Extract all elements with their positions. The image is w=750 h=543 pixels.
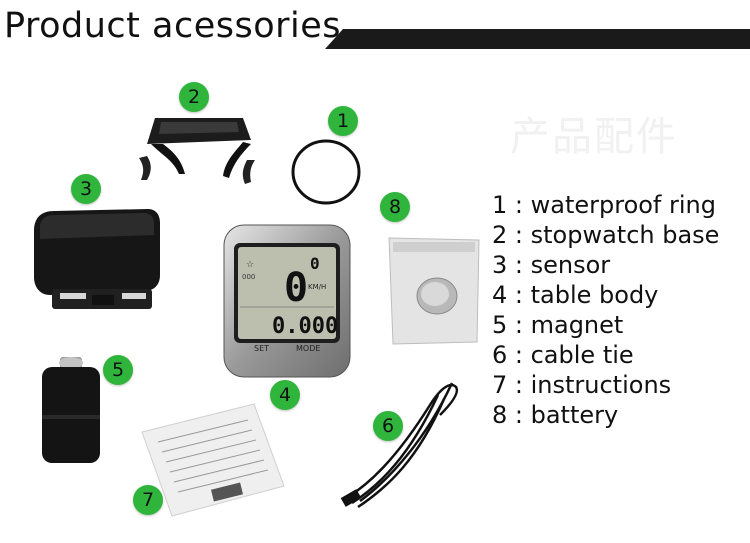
legend-item-instructions: 7 : instructions <box>492 371 672 399</box>
stopwatch-base-image <box>139 118 255 184</box>
legend-item-waterproof-ring: 1 : waterproof ring <box>492 191 716 219</box>
legend-item-sensor: 3 : sensor <box>492 251 611 279</box>
badge-6: 6 <box>373 411 403 441</box>
watermark: 产品配件 <box>510 114 678 160</box>
badge-3: 3 <box>71 174 101 204</box>
table-body-image: ☆ 000 0 0 KM/H 0.000 SET MODE <box>223 224 351 378</box>
badge-8: 8 <box>380 192 410 222</box>
set-button-label: SET <box>254 344 269 353</box>
svg-text:0: 0 <box>310 254 320 273</box>
legend-item-cable-tie: 6 : cable tie <box>492 341 634 369</box>
legend-item-battery: 8 : battery <box>492 401 619 429</box>
legend-item-stopwatch-base: 2 : stopwatch base <box>492 221 720 249</box>
badge-4: 4 <box>270 380 300 410</box>
badge-7: 7 <box>133 485 163 515</box>
svg-text:☆: ☆ <box>246 260 254 270</box>
mode-button-label: MODE <box>296 344 320 353</box>
accessory-legend: 1 : waterproof ring 2 : stopwatch base 3… <box>492 190 719 430</box>
badge-2: 2 <box>179 82 209 112</box>
waterproof-ring-image <box>291 139 361 205</box>
page-title: Product acessories <box>4 6 342 46</box>
badge-5: 5 <box>103 355 133 385</box>
legend-item-table-body: 4 : table body <box>492 281 659 309</box>
battery-image <box>388 237 480 345</box>
svg-text:0: 0 <box>284 265 308 311</box>
badge-1: 1 <box>328 106 358 136</box>
instructions-image <box>141 403 285 517</box>
sensor-image <box>34 209 160 309</box>
svg-text:000: 000 <box>242 273 255 281</box>
speed-unit-label: KM/H <box>308 283 326 291</box>
svg-text:0.000: 0.000 <box>272 314 338 339</box>
header-bar <box>325 29 750 49</box>
legend-item-magnet: 5 : magnet <box>492 311 624 339</box>
magnet-image <box>42 357 100 463</box>
cable-tie-image <box>340 382 459 509</box>
